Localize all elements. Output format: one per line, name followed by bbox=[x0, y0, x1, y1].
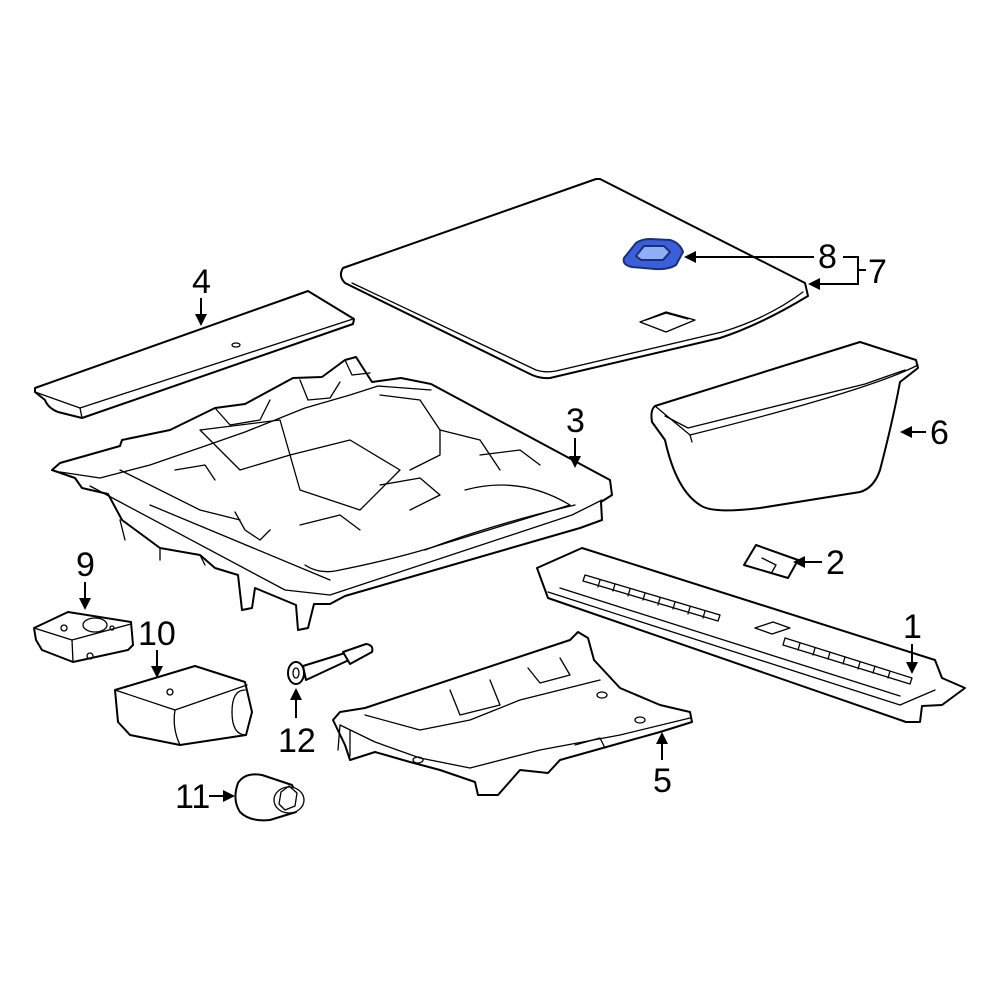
part-7-load-floor-panel[interactable] bbox=[339, 178, 809, 380]
callout-10: 10 bbox=[138, 615, 176, 653]
callout-11: 11 bbox=[175, 778, 210, 816]
part-9-sealant-kit[interactable] bbox=[33, 611, 134, 663]
part-2-clip[interactable] bbox=[743, 544, 799, 579]
part-10-compressor[interactable] bbox=[114, 665, 253, 746]
callout-7: 7 bbox=[868, 253, 887, 291]
part-11-plug[interactable] bbox=[234, 773, 305, 822]
part-6-storage-bin[interactable] bbox=[650, 341, 919, 512]
callout-5: 5 bbox=[653, 762, 672, 800]
part-5-floor-bracket[interactable] bbox=[332, 631, 693, 796]
part-4-trim-panel[interactable] bbox=[34, 290, 355, 419]
callout-9: 9 bbox=[76, 546, 95, 584]
callout-4: 4 bbox=[192, 263, 211, 301]
callout-3: 3 bbox=[566, 402, 585, 440]
part-8-floor-handle[interactable] bbox=[622, 237, 685, 271]
callout-2: 2 bbox=[826, 544, 845, 582]
part-12-bolt[interactable] bbox=[287, 643, 374, 685]
part-3-storage-tray[interactable] bbox=[51, 356, 613, 631]
part-1-sill-plate[interactable] bbox=[536, 547, 966, 723]
callout-labels: 1 2 3 4 5 6 7 8 9 10 11 12 bbox=[76, 238, 949, 816]
callout-6: 6 bbox=[930, 414, 949, 452]
callout-1: 1 bbox=[903, 608, 922, 646]
callout-leaders bbox=[79, 251, 926, 802]
sill-plate-slots bbox=[582, 574, 913, 685]
callout-12: 12 bbox=[278, 722, 316, 760]
callout-8: 8 bbox=[818, 238, 837, 276]
